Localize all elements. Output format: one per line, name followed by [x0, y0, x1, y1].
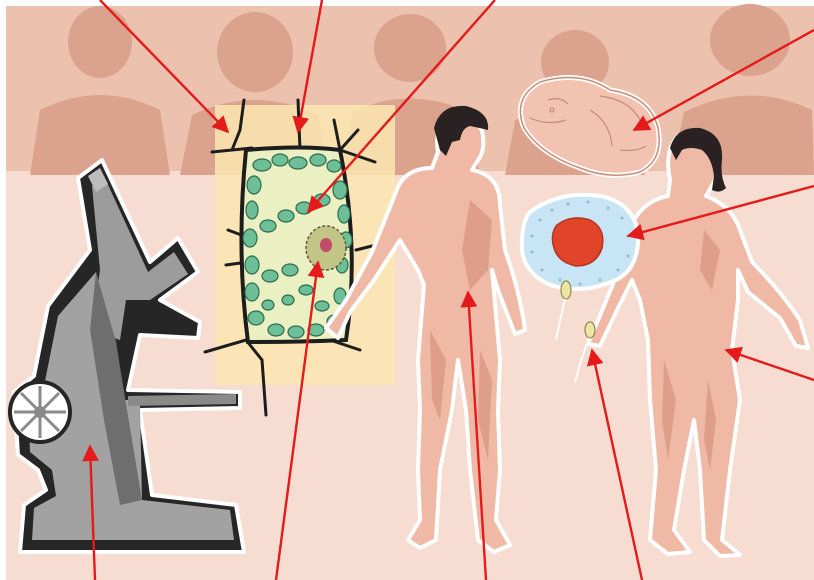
focus-knob [10, 382, 70, 442]
cell-nucleus [306, 226, 346, 270]
egg-nucleus [552, 218, 602, 266]
egg-cell [522, 195, 638, 289]
microscope-stage [128, 394, 236, 406]
